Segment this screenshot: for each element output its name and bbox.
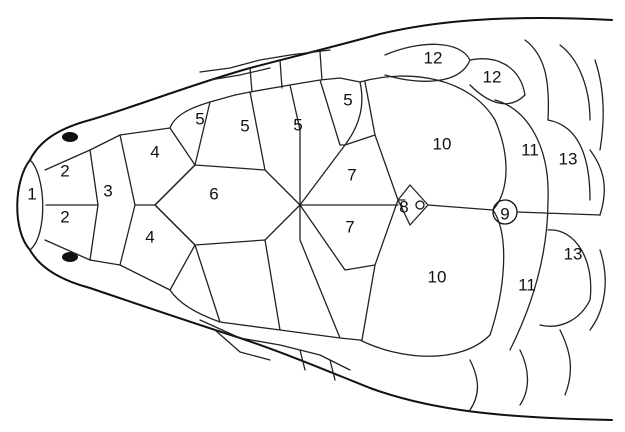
label-13b: 13 <box>564 244 583 263</box>
head-outline-top <box>30 18 612 160</box>
label-7a: 7 <box>347 165 356 184</box>
label-3: 3 <box>103 181 112 200</box>
pineal-eye <box>416 201 424 209</box>
internasal-scales <box>45 150 98 260</box>
scale-labels: 1 2 2 3 4 4 5 5 5 5 6 7 7 8 9 10 10 11 1… <box>27 48 582 294</box>
upper-labial-texture <box>200 50 330 92</box>
label-11a: 11 <box>521 140 539 159</box>
rostral-scale <box>30 160 43 250</box>
temporal-scales <box>495 100 600 350</box>
label-2a: 2 <box>60 161 69 180</box>
parietal-scales <box>300 135 405 270</box>
label-10b: 10 <box>428 267 447 286</box>
neck-scale-rows <box>470 40 605 410</box>
lower-head-scales <box>170 205 360 340</box>
label-1: 1 <box>27 184 36 203</box>
label-5a: 5 <box>195 109 204 128</box>
label-9: 9 <box>500 204 509 223</box>
label-2b: 2 <box>60 207 69 226</box>
label-11b: 11 <box>518 275 536 294</box>
label-5d: 5 <box>343 90 352 109</box>
supraocular-scales <box>170 78 362 205</box>
upper-temporal-scales <box>385 44 525 103</box>
label-13a: 13 <box>559 149 578 168</box>
frontal-scale <box>155 165 300 245</box>
label-12b: 12 <box>483 67 502 86</box>
label-4b: 4 <box>145 227 154 246</box>
label-7b: 7 <box>345 217 354 236</box>
label-12a: 12 <box>424 48 443 67</box>
label-8: 8 <box>399 197 408 216</box>
nostril-upper <box>62 132 78 142</box>
label-5b: 5 <box>240 116 249 135</box>
label-5c: 5 <box>293 115 302 134</box>
snout-tip <box>17 160 30 250</box>
label-4a: 4 <box>150 142 159 161</box>
label-6: 6 <box>209 184 218 203</box>
occipital-scales <box>360 76 506 356</box>
label-10a: 10 <box>433 134 452 153</box>
